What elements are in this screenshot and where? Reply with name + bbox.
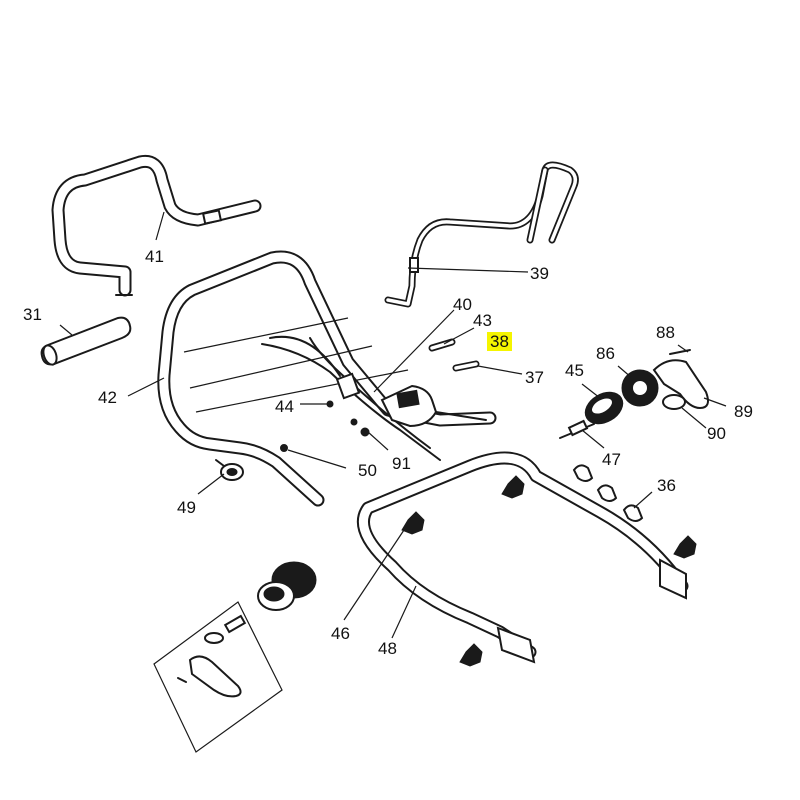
callout-41: 41 xyxy=(145,247,164,266)
callout-45: 45 xyxy=(565,361,584,380)
part-31-foam-grip xyxy=(40,316,132,366)
callout-31: 31 xyxy=(23,305,42,324)
callout-88: 88 xyxy=(656,323,675,342)
callout-48: 48 xyxy=(378,639,397,658)
callout-43: 43 xyxy=(473,311,492,330)
callout-42: 42 xyxy=(98,388,117,407)
inset-detail-box xyxy=(153,561,317,753)
callout-50: 50 xyxy=(358,461,377,480)
part-41-upper-bail xyxy=(51,154,262,297)
part-86-45-handle-knob xyxy=(559,349,709,439)
part-43-38-37-bolts xyxy=(428,338,480,372)
part-36-clips xyxy=(572,464,644,522)
callout-49: 49 xyxy=(177,498,196,517)
callout-46: 46 xyxy=(331,624,350,643)
callout-36: 36 xyxy=(657,476,676,495)
part-40-cable-clamp xyxy=(380,384,487,428)
control-cables xyxy=(261,335,441,461)
callout-38-highlighted: 38 xyxy=(487,332,512,351)
callout-39: 39 xyxy=(530,264,549,283)
callout-37: 37 xyxy=(525,368,544,387)
part-46-star-knobs xyxy=(401,475,697,667)
callout-40: 40 xyxy=(453,295,472,314)
callout-90: 90 xyxy=(707,424,726,443)
part-42-upper-handle xyxy=(157,250,497,507)
callout-89: 89 xyxy=(734,402,753,421)
part-48-lower-handle xyxy=(357,451,689,664)
part-39-drive-bail xyxy=(384,161,579,308)
callout-44: 44 xyxy=(275,397,294,416)
leader-lines xyxy=(59,211,727,639)
small-fasteners xyxy=(215,400,370,481)
callout-47: 47 xyxy=(602,450,621,469)
callout-91: 91 xyxy=(392,454,411,473)
callout-86: 86 xyxy=(596,344,615,363)
